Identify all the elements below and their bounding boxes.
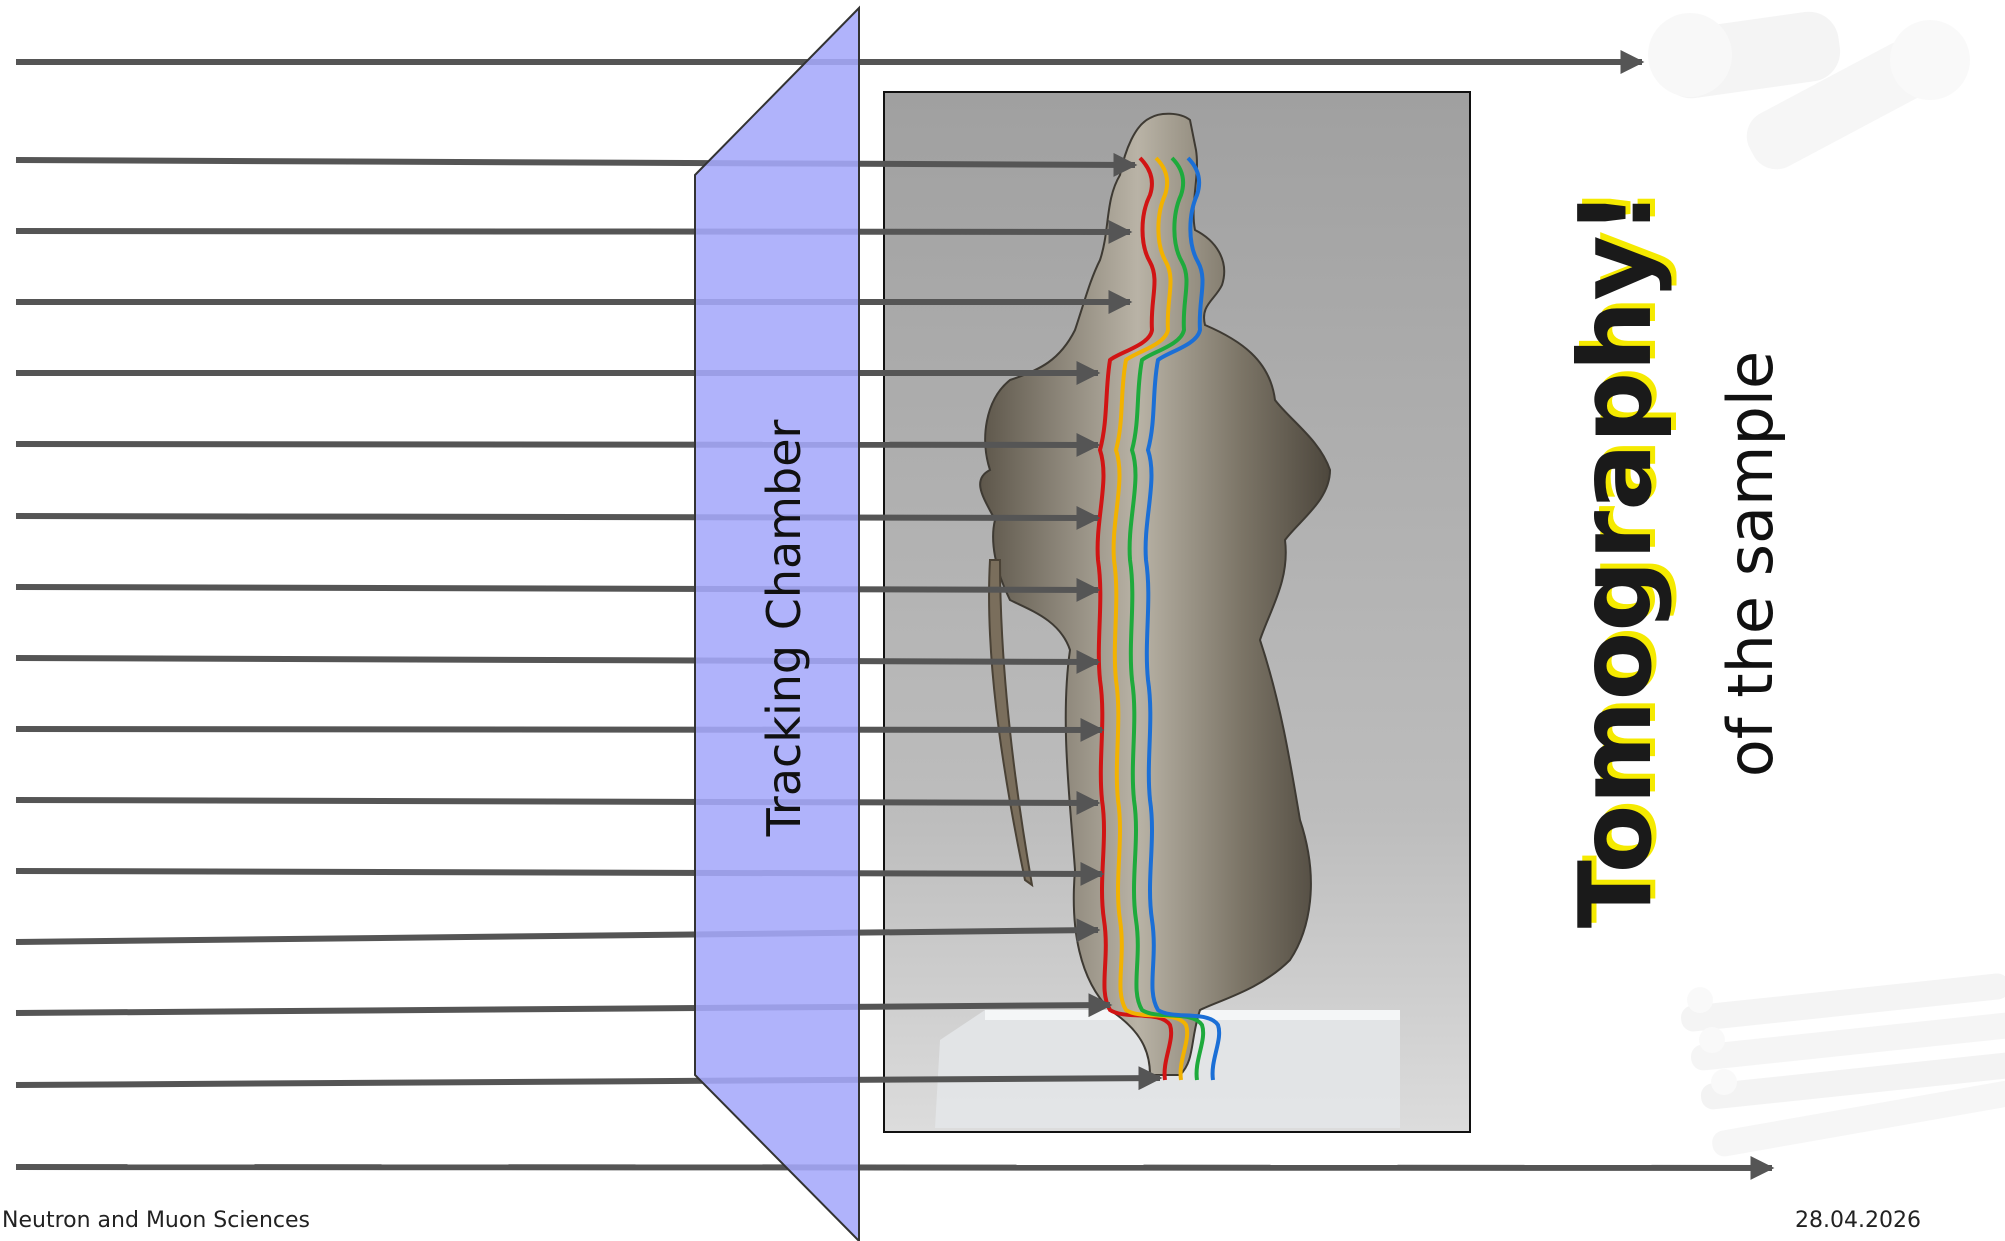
beam-arrow-16 [16,1167,1772,1168]
beam-arrow-8 [16,587,1098,590]
beam-arrow-7 [16,516,1098,518]
heading-group: Tomography! Tomography! of the sample [1557,185,1787,928]
screws-icon [1648,8,1970,179]
tracking-chamber-label: Tracking Chamber [757,420,811,838]
beam-arrow-12 [16,871,1102,874]
tubes-icon [1680,972,2005,1158]
beam-arrow-6 [16,444,1098,445]
beam-arrow-3 [16,231,1130,232]
beam-arrow-9 [16,658,1098,662]
beam-arrow-10 [16,729,1102,730]
tracking-chamber: Tracking Chamber [695,8,859,1241]
footer-institute: r Neutron and Muon Sciences [0,1208,310,1233]
footer-date: 28.04.2026 [1795,1208,1921,1233]
heading-subtitle: of the sample [1714,351,1787,777]
beam-arrow-11 [16,800,1098,803]
heading-title: Tomography! [1557,190,1674,928]
